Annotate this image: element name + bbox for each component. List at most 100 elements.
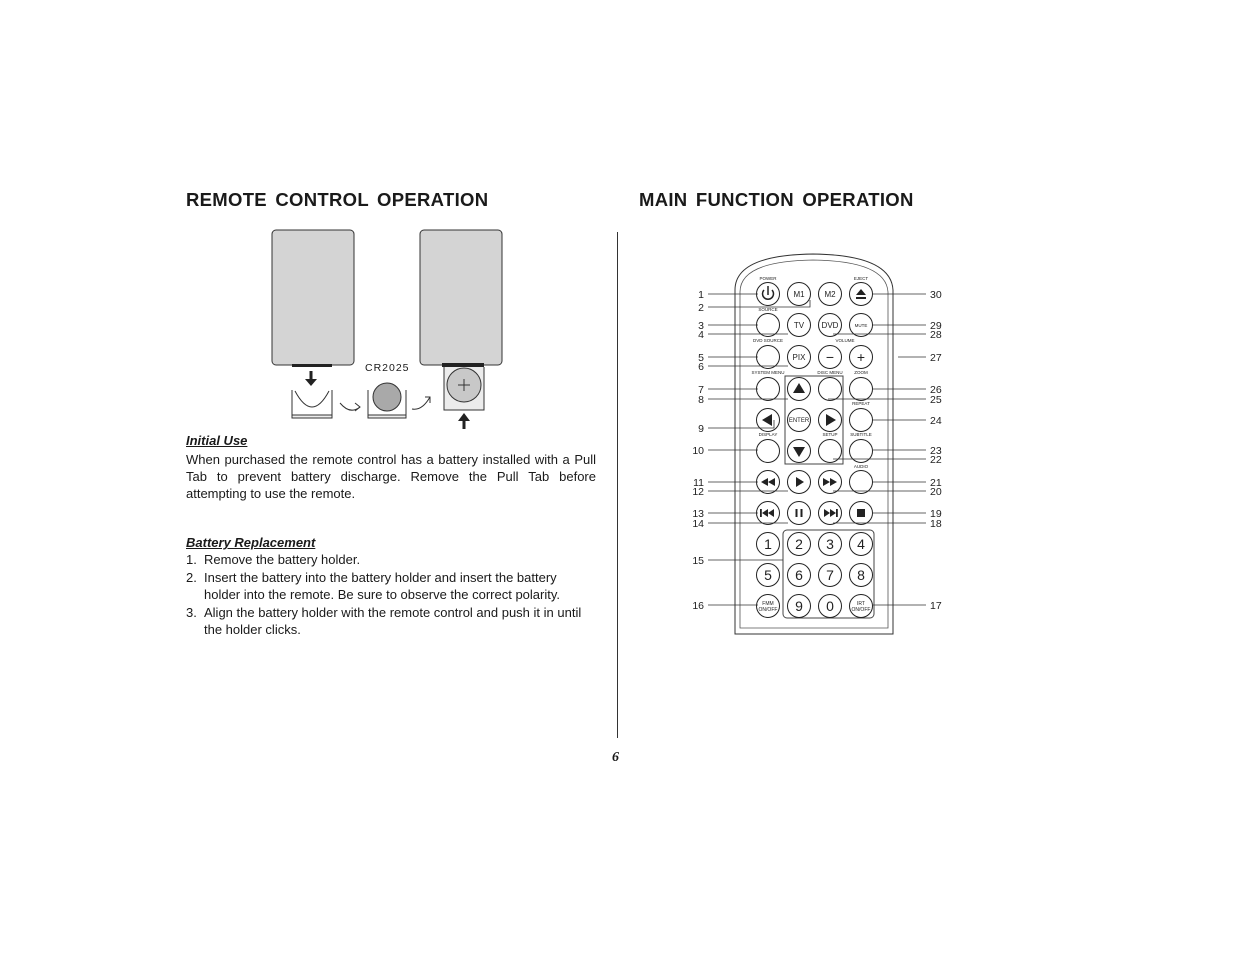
callout-number-left: 12 bbox=[692, 486, 704, 498]
play-icon bbox=[796, 477, 804, 487]
pix-label: PIX bbox=[793, 353, 807, 362]
digit-label: 0 bbox=[826, 598, 834, 614]
tv-button bbox=[787, 313, 811, 337]
main-function-operation-heading: MAIN FUNCTION OPERATION bbox=[639, 189, 914, 210]
tv-label: TV bbox=[794, 321, 805, 330]
audio-button bbox=[849, 470, 873, 494]
subtitle-button bbox=[849, 439, 873, 463]
section-label: SYSTEM MENU bbox=[751, 370, 784, 375]
skip-next-icon bbox=[830, 509, 836, 517]
dvd-source-button bbox=[756, 345, 780, 369]
irt-label: IRT bbox=[857, 601, 865, 607]
battery-type-label: CR2025 bbox=[365, 362, 410, 374]
digit-button bbox=[818, 563, 842, 587]
battery-replacement-title: Battery Replacement bbox=[186, 535, 316, 550]
step-item: 1.Remove the battery holder. bbox=[186, 551, 596, 569]
arrow-left-icon bbox=[762, 414, 772, 426]
callout-number-left: 15 bbox=[692, 555, 704, 567]
skip-previous-icon bbox=[762, 509, 768, 517]
digit-button bbox=[787, 563, 811, 587]
digit-label: 3 bbox=[826, 536, 834, 552]
step-text: Insert the battery into the battery hold… bbox=[204, 569, 560, 603]
callout-number-right: 17 bbox=[930, 600, 942, 612]
insert-down-arrow-icon bbox=[305, 371, 317, 386]
repeat-button bbox=[849, 408, 873, 432]
section-label: AUDIO bbox=[854, 464, 869, 469]
callout-number-left: 9 bbox=[698, 423, 704, 435]
callout-number-right: 23 bbox=[930, 445, 942, 457]
remote-back-left bbox=[271, 229, 355, 366]
callout-number-left: 16 bbox=[692, 600, 704, 612]
m1-label: M1 bbox=[793, 290, 805, 299]
section-label: EJECT bbox=[854, 276, 869, 281]
step-number: 3. bbox=[186, 604, 197, 620]
step-item: 2.Insert the battery into the battery ho… bbox=[186, 569, 596, 604]
source-button bbox=[756, 313, 780, 337]
digit-button bbox=[849, 563, 873, 587]
step-item: 3. Align the battery holder with the remo… bbox=[186, 604, 596, 639]
rewind-icon bbox=[768, 478, 775, 486]
callout-number-left: 6 bbox=[698, 361, 704, 373]
callout-number-left: 13 bbox=[692, 508, 704, 520]
skip-next-icon bbox=[824, 509, 830, 517]
fmm-button bbox=[756, 594, 780, 618]
callout-number-right: 18 bbox=[930, 518, 942, 530]
enter-label: ENTER bbox=[789, 418, 810, 424]
pause-icon bbox=[795, 509, 798, 517]
irt-button bbox=[849, 594, 873, 618]
digit-button bbox=[787, 532, 811, 556]
digit-label: 8 bbox=[857, 567, 865, 583]
push-up-arrow-icon bbox=[458, 413, 470, 429]
digit-label: 9 bbox=[795, 598, 803, 614]
power-icon bbox=[761, 289, 775, 301]
volume-down-button bbox=[818, 345, 842, 369]
callout-number-right: 30 bbox=[930, 289, 942, 301]
digit-label: 5 bbox=[764, 567, 772, 583]
digit-button bbox=[818, 532, 842, 556]
callout-number-right: 24 bbox=[930, 415, 942, 427]
digit-label: 6 bbox=[795, 567, 803, 583]
battery-holder-with-battery bbox=[367, 382, 407, 419]
callout-number-right: 20 bbox=[930, 486, 942, 498]
callout-number-left: 4 bbox=[698, 329, 704, 341]
zoom-button bbox=[849, 377, 873, 401]
remote-control-operation-heading: REMOTE CONTROL OPERATION bbox=[186, 189, 489, 210]
callout-number-left: 2 bbox=[698, 302, 704, 314]
step-number: 1. bbox=[186, 552, 197, 567]
callout-number-right: 19 bbox=[930, 508, 942, 520]
callout-number-left: 5 bbox=[698, 352, 704, 364]
digit-button bbox=[818, 594, 842, 618]
curved-arrow-icon bbox=[411, 396, 431, 410]
initial-use-text: When purchased the remote control has a … bbox=[186, 452, 596, 501]
callout-number-right: 26 bbox=[930, 384, 942, 396]
callout-line bbox=[708, 300, 811, 308]
skip-next-icon bbox=[836, 509, 838, 517]
m2-button bbox=[818, 282, 842, 306]
callout-number-left: 7 bbox=[698, 384, 704, 396]
fast-forward-icon bbox=[830, 478, 837, 486]
section-label: SETUP bbox=[822, 432, 837, 437]
curved-arrow-icon bbox=[339, 402, 361, 412]
skip-previous-icon bbox=[768, 509, 774, 517]
callout-line bbox=[708, 420, 775, 429]
irt-label: ON/OFF bbox=[852, 607, 871, 613]
digit-label: 2 bbox=[795, 536, 803, 552]
section-label: ZOOM bbox=[854, 370, 868, 375]
mute-button bbox=[849, 313, 873, 337]
battery-replacement-illustration bbox=[271, 229, 503, 429]
mute-label: MUTE bbox=[855, 323, 868, 328]
remote-inner-outline bbox=[739, 259, 889, 629]
m1-button bbox=[787, 282, 811, 306]
section-label: DISC MENU bbox=[817, 370, 842, 375]
digit-label: 4 bbox=[857, 536, 865, 552]
step-text: Align the battery holder with the remote… bbox=[204, 604, 582, 638]
section-label: SUBTITLE bbox=[850, 432, 872, 437]
setup-button bbox=[818, 439, 842, 463]
callout-number-left: 3 bbox=[698, 320, 704, 332]
m2-label: M2 bbox=[824, 290, 836, 299]
digit-button bbox=[756, 563, 780, 587]
dvd-label: DVD bbox=[822, 321, 839, 330]
enter-button bbox=[787, 408, 811, 432]
rewind-icon bbox=[761, 478, 768, 486]
eject-icon bbox=[856, 297, 866, 299]
